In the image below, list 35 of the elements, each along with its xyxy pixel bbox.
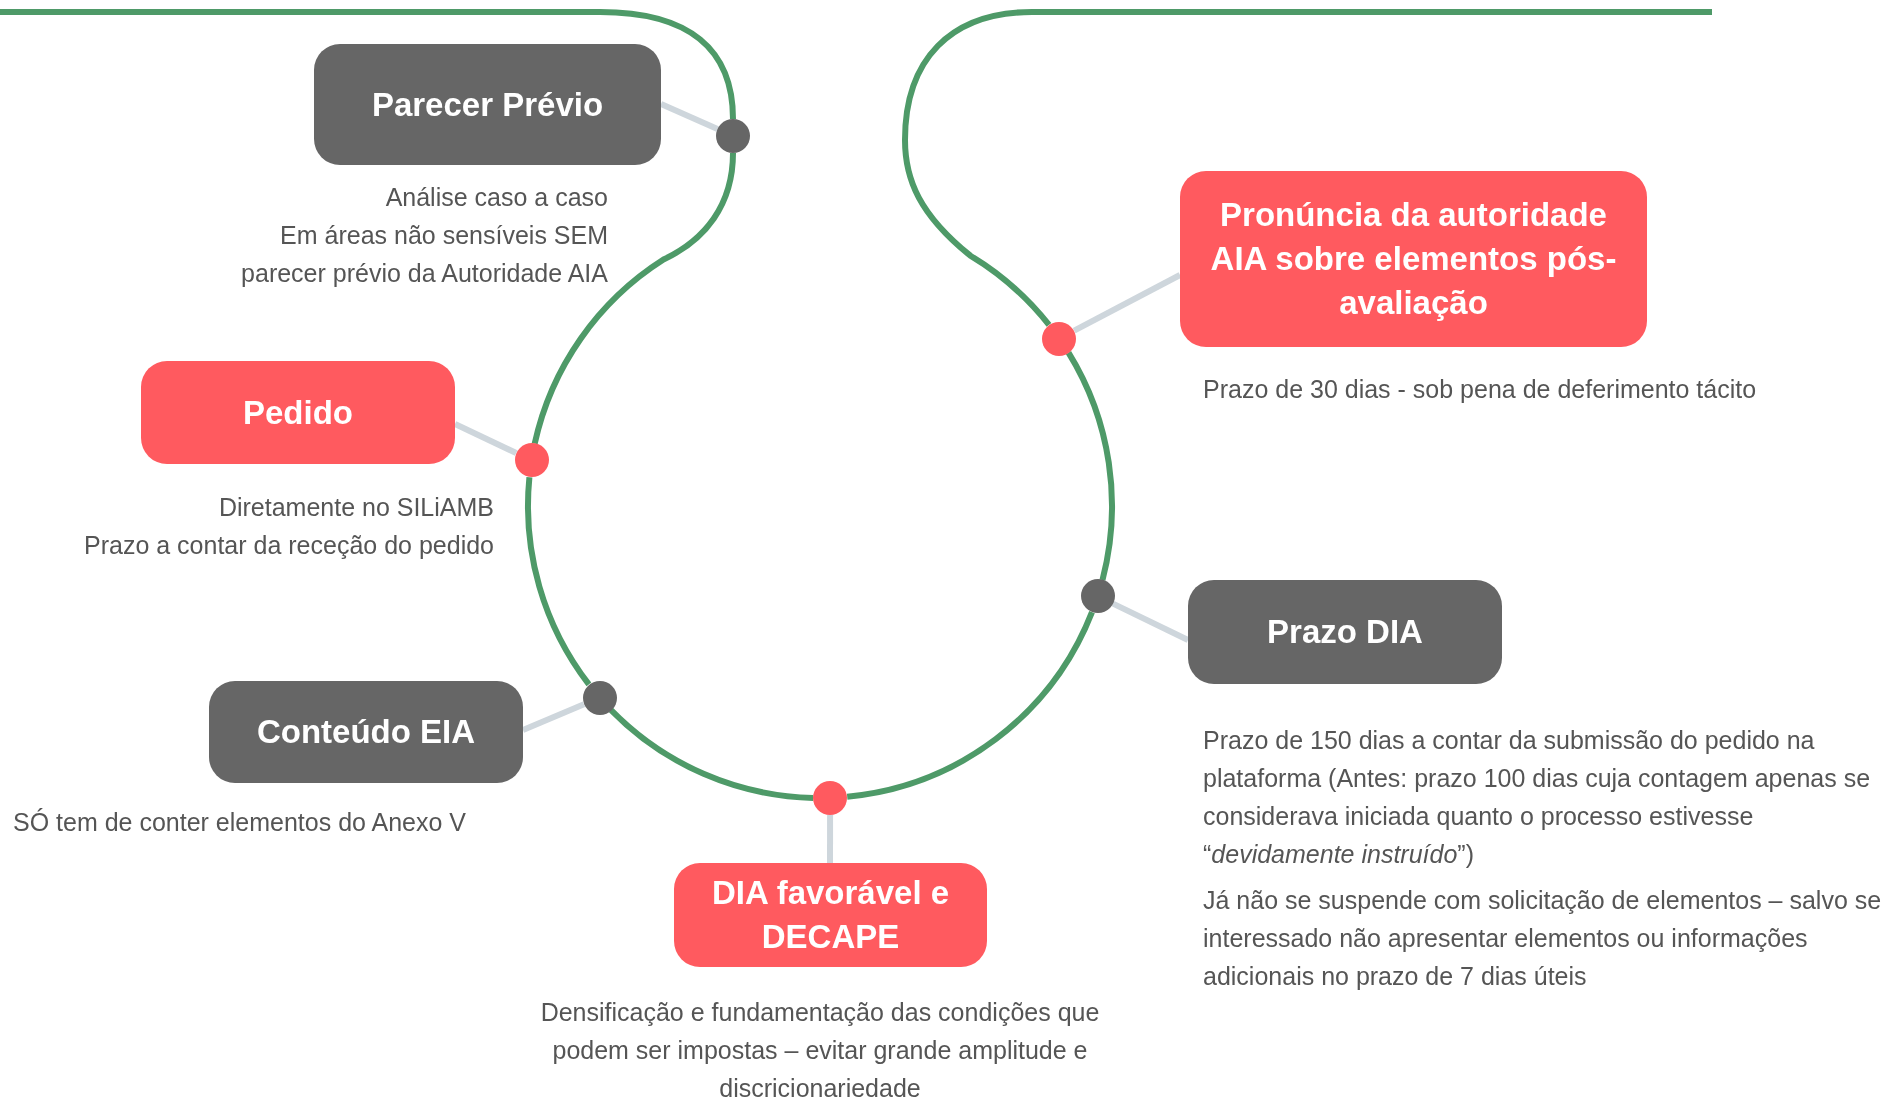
timeline-path — [0, 9, 736, 120]
connector-line — [827, 814, 834, 863]
stage-box: Parecer Prévio — [314, 44, 661, 165]
timeline-dot — [813, 780, 848, 815]
timeline-path — [531, 152, 736, 445]
note-text: Densificação e fundamentação das condições que podem ser impostas – evitar grande amplitude e discricionariedade — [539, 997, 1101, 1104]
note-text: SÓ tem de conter elementos do Anexo V — [13, 807, 468, 838]
timeline-dot — [514, 443, 549, 478]
timeline-dot — [716, 119, 750, 153]
connector-line — [659, 101, 719, 132]
connector-line — [453, 421, 518, 456]
note-text: Análise caso a caso — [384, 182, 608, 213]
timeline-path — [902, 9, 1712, 327]
timeline-dot — [582, 680, 617, 715]
timeline-path — [846, 610, 1095, 800]
connector-line — [1072, 272, 1182, 334]
note-text: Já não se suspende com solicitação de elementos – salvo se interessado não apresentar elementos ou informações adicionais no prazo de 7 dias úteis — [1203, 885, 1883, 992]
stage-box: DIA favorável e DECAPE — [674, 863, 987, 967]
stage-box: Conteúdo EIA — [209, 681, 523, 783]
stage-box: Pedido — [141, 361, 455, 464]
timeline-dot — [1080, 579, 1115, 614]
stage-box: Pronúncia da autoridade AIA sobre elementos pós-avaliação — [1180, 171, 1647, 347]
timeline-path — [525, 477, 592, 687]
stage-box: Prazo DIA — [1188, 580, 1502, 684]
note-text: Em áreas não sensíveis SEM — [279, 220, 608, 251]
note-text: Prazo de 30 dias - sob pena de deferimento tácito — [1203, 374, 1758, 405]
note-text: Diretamente no SILiAMB — [217, 492, 494, 523]
connector-line — [1111, 600, 1190, 643]
timeline-path — [609, 707, 814, 801]
note-text: parecer prévio da Autoridade AIA — [240, 258, 608, 289]
connector-line — [521, 701, 586, 733]
note-text: Prazo a contar da receção do pedido — [83, 530, 494, 561]
note-text: Prazo de 150 dias a contar da submissão do pedido na plataforma (Antes: prazo 100 dias cuja contagem apenas se considerava iniciada quanto o processo estivesse “devidamente instruído”) — [1203, 725, 1872, 870]
timeline-path — [1065, 351, 1115, 581]
timeline-dot — [1042, 321, 1077, 356]
